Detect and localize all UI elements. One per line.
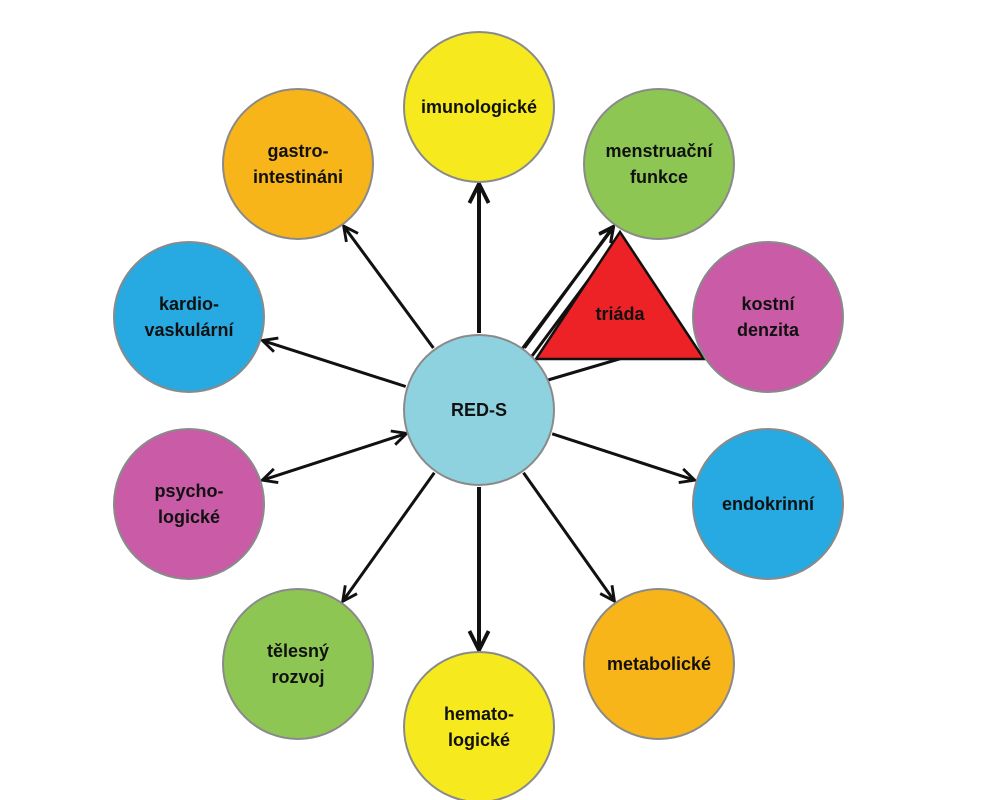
node-label-hematologicke: hemato- bbox=[444, 704, 514, 724]
node-label-psychologicke: logické bbox=[158, 507, 220, 527]
triad-link-menstruation bbox=[520, 228, 613, 350]
node-kostni-denzita: kostní denzita bbox=[692, 241, 844, 393]
nodes-layer: imunologické menstruační funkce kostní denzi… bbox=[113, 31, 844, 800]
node-label-imunologicke: imunologické bbox=[421, 97, 537, 117]
node-endokrinni: endokrinní bbox=[692, 428, 844, 580]
node-label-telesny-rozvoj: tělesný bbox=[267, 641, 329, 661]
node-label-psychologicke: psycho- bbox=[154, 481, 223, 501]
node-metabolicke: metabolické bbox=[583, 588, 735, 740]
node-label-telesny-rozvoj: rozvoj bbox=[271, 667, 324, 687]
node-label-hematologicke: logické bbox=[448, 730, 510, 750]
node-circle-endokrinni bbox=[692, 428, 844, 580]
arrows-layer bbox=[263, 185, 694, 649]
arrow-psychologicke bbox=[263, 434, 406, 480]
arrow-metabolicke bbox=[522, 471, 614, 601]
arrow-kardiovaskularni bbox=[263, 341, 407, 388]
node-kardiovaskularni: kardio-vaskulární bbox=[113, 241, 265, 393]
triad-layer: triáda bbox=[533, 229, 707, 361]
center-circle bbox=[403, 334, 555, 486]
node-imunologicke: imunologické bbox=[403, 31, 555, 183]
node-circle-kardiovaskularni bbox=[113, 241, 265, 393]
node-circle-metabolicke bbox=[583, 588, 735, 740]
node-circle-imunologicke bbox=[403, 31, 555, 183]
node-menstruacni-funkce: menstruační funkce bbox=[583, 88, 735, 240]
node-circle-menstruacni-funkce bbox=[583, 88, 735, 240]
node-circle-kostni-denzita bbox=[692, 241, 844, 393]
triad-label: triáda bbox=[595, 304, 645, 324]
node-circle-psychologicke bbox=[113, 428, 265, 580]
arrow-telesny-rozvoj bbox=[343, 471, 436, 601]
node-psychologicke: psycho-logické bbox=[113, 428, 265, 580]
node-label-kostni-denzita: kostní bbox=[741, 294, 795, 314]
node-label-gastrointestinani: gastro- bbox=[267, 141, 328, 161]
node-label-kardiovaskularni: vaskulární bbox=[144, 320, 234, 340]
node-label-kostni-denzita: denzita bbox=[737, 320, 800, 340]
node-hematologicke: hemato-logické bbox=[403, 651, 555, 800]
node-telesny-rozvoj: tělesný rozvoj bbox=[222, 588, 374, 740]
triad-triangle bbox=[533, 229, 707, 361]
node-label-menstruacni-funkce: funkce bbox=[630, 167, 688, 187]
arrow-endokrinni bbox=[551, 432, 694, 480]
arrow-gastrointestinani bbox=[344, 227, 435, 349]
center-node: RED-S bbox=[403, 334, 555, 486]
center-label: RED-S bbox=[451, 400, 507, 420]
node-label-kardiovaskularni: kardio- bbox=[159, 294, 219, 314]
node-label-metabolicke: metabolické bbox=[607, 654, 711, 674]
node-circle-gastrointestinani bbox=[222, 88, 374, 240]
node-gastrointestinani: gastro-intestináni bbox=[222, 88, 374, 240]
node-label-gastrointestinani: intestináni bbox=[253, 167, 343, 187]
node-circle-telesny-rozvoj bbox=[222, 588, 374, 740]
node-circle-hematologicke bbox=[403, 651, 555, 800]
node-label-menstruacni-funkce: menstruační bbox=[605, 141, 713, 161]
node-label-endokrinni: endokrinní bbox=[722, 494, 815, 514]
